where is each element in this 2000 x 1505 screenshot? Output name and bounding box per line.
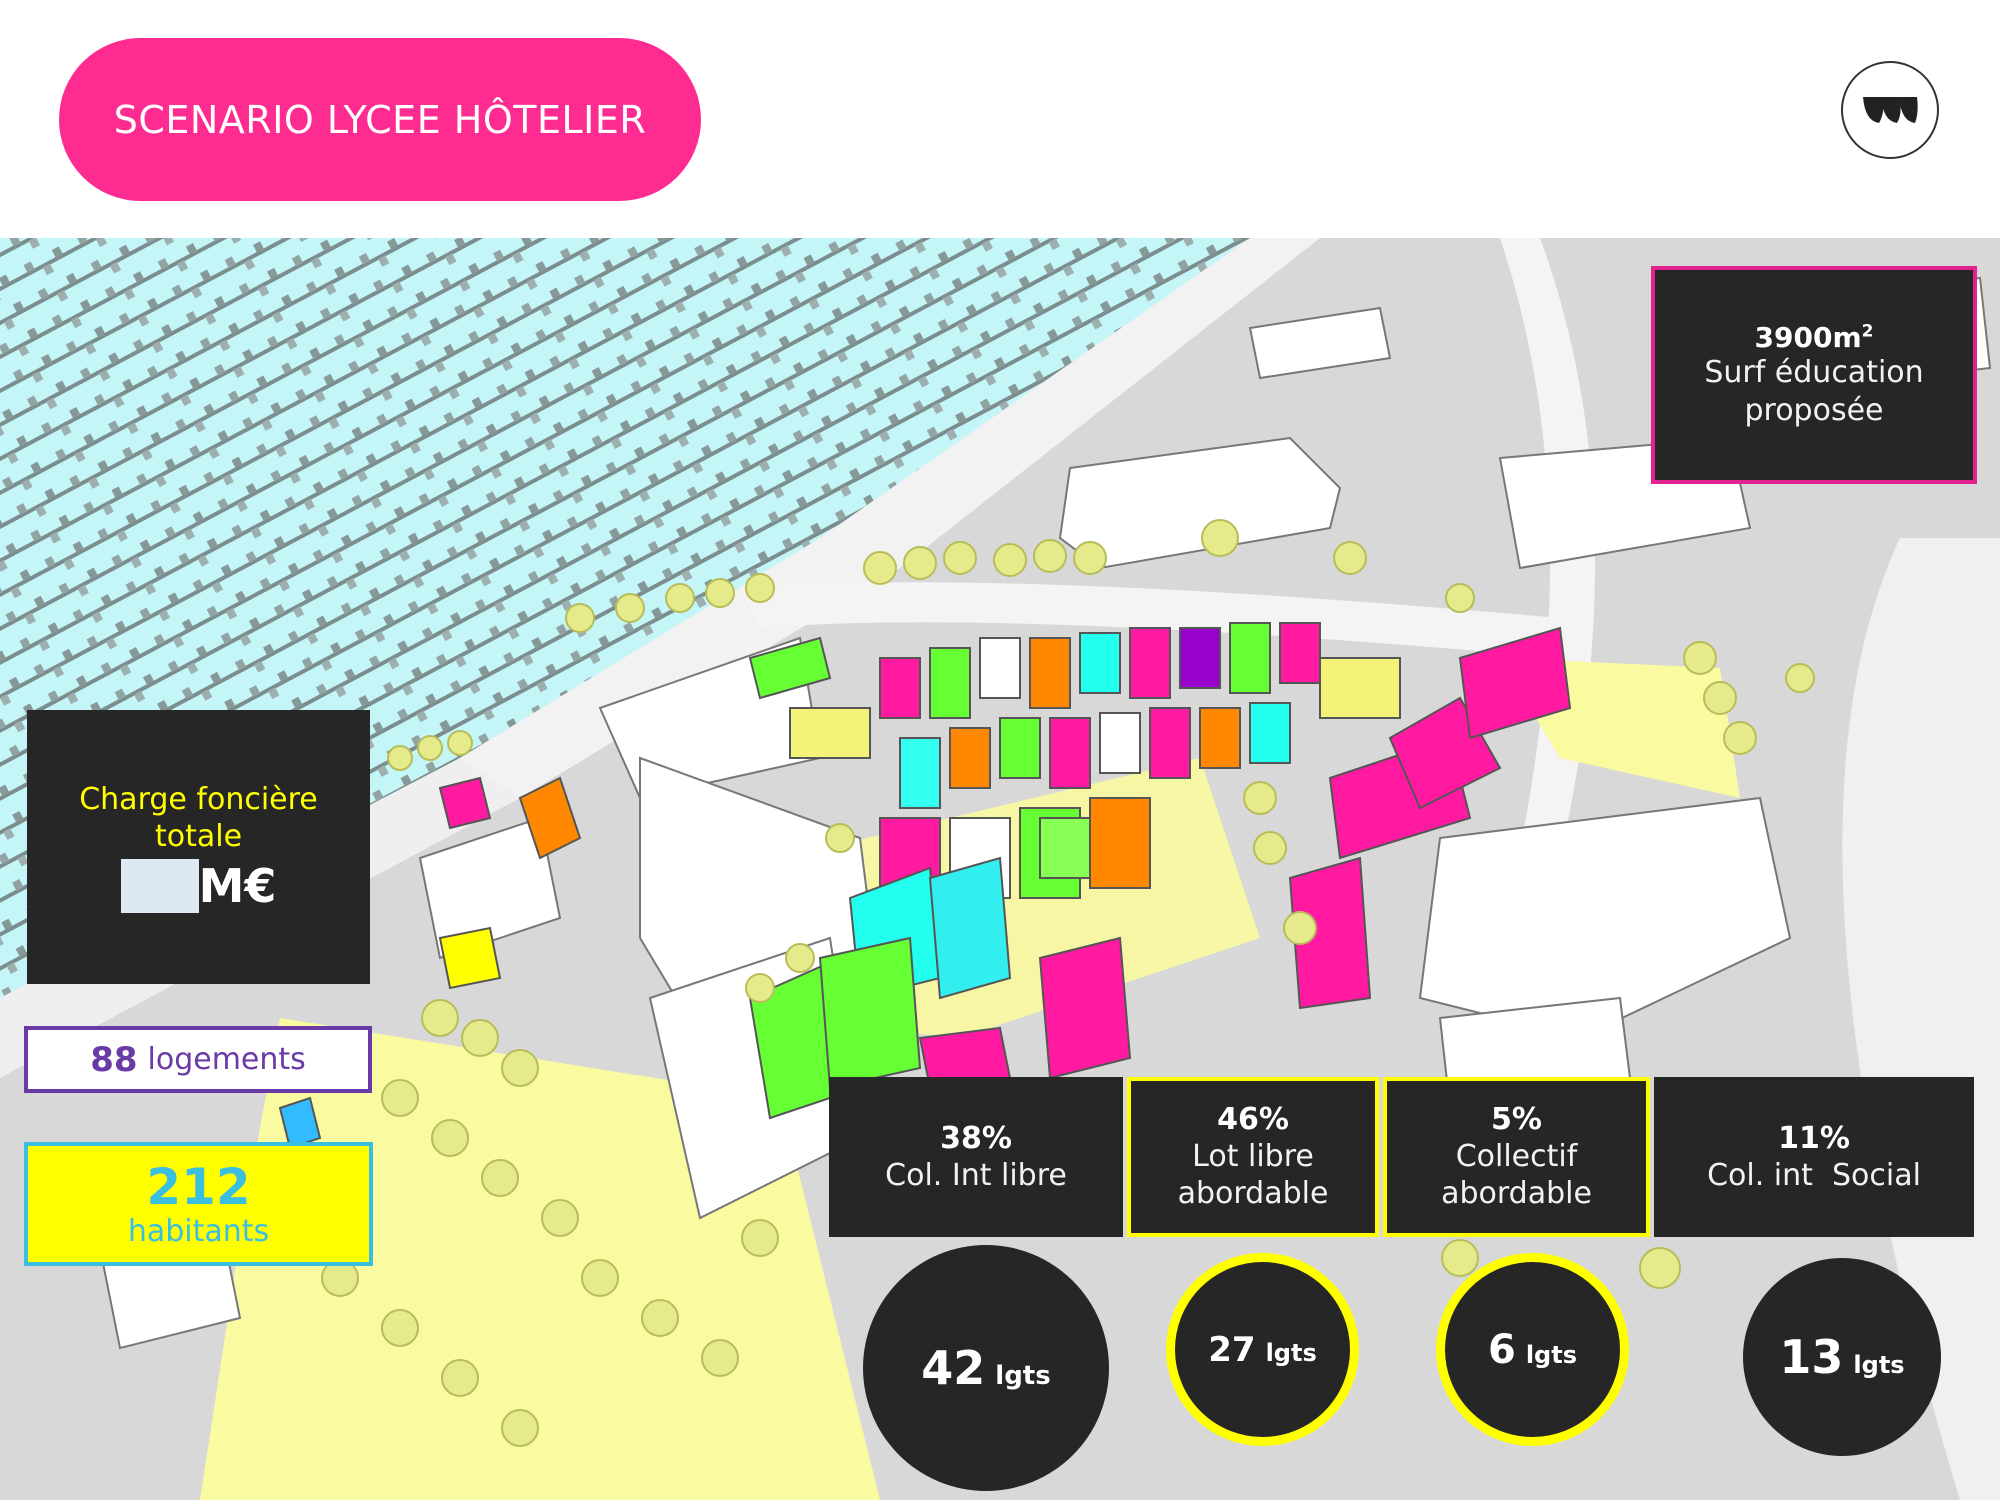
stat-label-line2: abordable bbox=[1177, 1176, 1329, 1211]
page-title: SCENARIO LYCEE HÔTELIER bbox=[113, 97, 647, 142]
count-circle-col-int-social: 13 lgts bbox=[1743, 1258, 1941, 1456]
count-number: 6 bbox=[1487, 1326, 1516, 1373]
habitants-box: 212 habitants bbox=[24, 1142, 373, 1266]
stat-panel-col-int-social: 11% Col. int Social bbox=[1654, 1077, 1974, 1237]
count-unit: lgts bbox=[995, 1361, 1051, 1391]
surface-label-line1: Surf éducation bbox=[1704, 354, 1924, 390]
stat-percent: 5% bbox=[1491, 1102, 1542, 1137]
logements-box: 88 logements bbox=[24, 1026, 372, 1093]
habitants-label: habitants bbox=[127, 1213, 270, 1249]
charge-fonciere-label: Charge foncière totale bbox=[79, 782, 318, 854]
stat-label-line2: abordable bbox=[1441, 1176, 1592, 1211]
stat-percent: 11% bbox=[1778, 1120, 1850, 1156]
count-circle-lot-libre-abordable: 27 lgts bbox=[1166, 1253, 1359, 1446]
stat-label: Lot libre bbox=[1192, 1139, 1314, 1174]
count-unit: lgts bbox=[1525, 1340, 1577, 1369]
redacted-amount bbox=[120, 859, 199, 913]
surface-education-panel: 3900m2 Surf éducation proposée bbox=[1651, 266, 1977, 484]
count-number: 13 bbox=[1779, 1330, 1844, 1384]
habitants-count: 212 bbox=[146, 1157, 251, 1216]
stat-label: Col. int Social bbox=[1707, 1157, 1921, 1193]
charge-fonciere-panel: Charge foncière totale M€ bbox=[27, 710, 370, 984]
stat-percent: 46% bbox=[1217, 1102, 1289, 1137]
surface-label-line2: proposée bbox=[1744, 392, 1884, 428]
studio-logo-icon bbox=[1841, 61, 1939, 159]
stat-panel-lot-libre-abordable: 46% Lot libre abordable bbox=[1127, 1077, 1379, 1237]
logements-count: 88 bbox=[90, 1039, 138, 1080]
surface-value: 3900m2 bbox=[1754, 320, 1874, 354]
count-unit: lgts bbox=[1265, 1338, 1317, 1367]
charge-fonciere-value: M€ bbox=[120, 859, 277, 913]
count-number: 42 bbox=[921, 1341, 986, 1395]
count-circle-collectif-abordable: 6 lgts bbox=[1436, 1253, 1629, 1446]
count-number: 27 bbox=[1208, 1329, 1256, 1370]
stat-percent: 38% bbox=[940, 1120, 1012, 1156]
stat-panel-col-int-libre: 38% Col. Int libre bbox=[829, 1077, 1123, 1237]
count-circle-col-int-libre: 42 lgts bbox=[863, 1245, 1109, 1491]
stat-panel-collectif-abordable: 5% Collectif abordable bbox=[1383, 1077, 1650, 1237]
charge-unit: M€ bbox=[198, 859, 277, 913]
count-unit: lgts bbox=[1853, 1351, 1905, 1379]
stat-label: Collectif bbox=[1455, 1139, 1578, 1174]
logements-label: logements bbox=[147, 1042, 306, 1077]
stat-label: Col. Int libre bbox=[885, 1157, 1067, 1193]
title-pill: SCENARIO LYCEE HÔTELIER bbox=[59, 38, 701, 201]
